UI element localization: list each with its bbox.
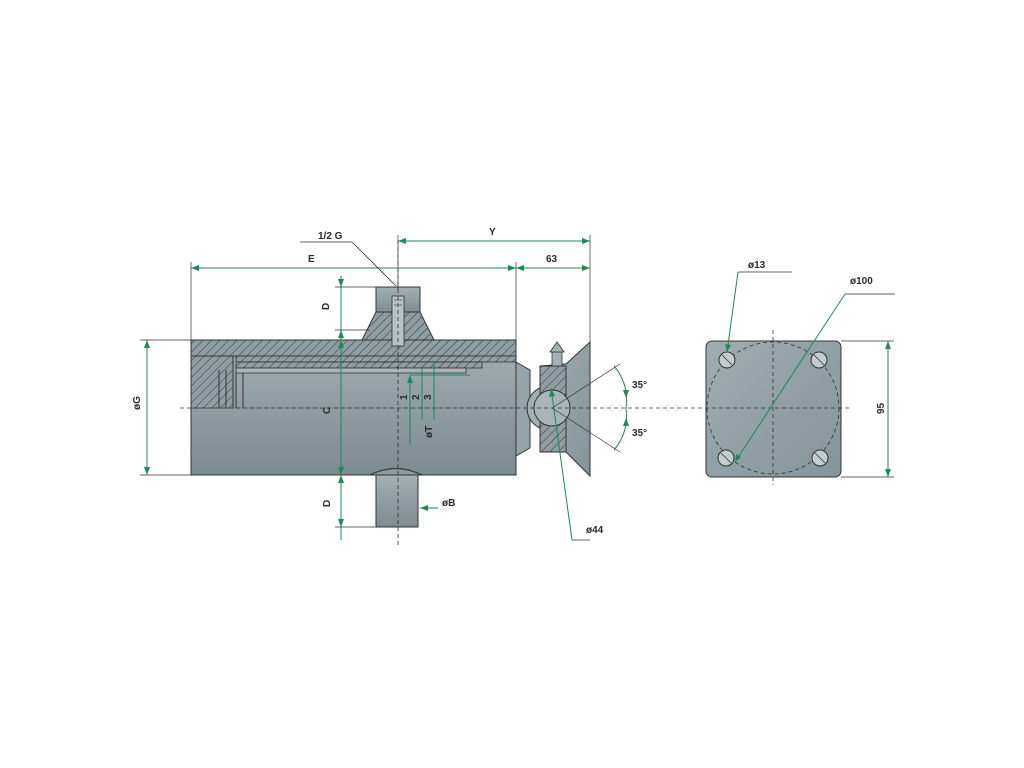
- label-g: øG: [132, 396, 143, 410]
- label-hole: ø13: [748, 260, 766, 271]
- label-b: øB: [442, 498, 455, 509]
- label-stage-2: 2: [411, 394, 422, 400]
- label-63: 63: [546, 254, 558, 265]
- label-t: øT: [424, 426, 435, 438]
- bolt-hole: [811, 449, 829, 467]
- label-angle-top: 35°: [632, 380, 647, 391]
- bolt-hole: [718, 351, 736, 369]
- label-e: E: [308, 254, 315, 265]
- label-stage-3: 3: [423, 394, 434, 400]
- label-thread: 1/2 G: [318, 231, 343, 242]
- oil-port-top: [361, 286, 435, 347]
- flange-front-view: [705, 340, 842, 478]
- bolt-hole: [810, 351, 828, 369]
- ball-head: [526, 340, 591, 478]
- bolt-hole: [717, 449, 735, 467]
- label-bolt-circle: ø100: [850, 276, 873, 287]
- label-angle-bottom: 35°: [632, 428, 647, 439]
- label-y: Y: [489, 227, 496, 238]
- cylinder-body: [190, 339, 531, 476]
- label-c: C: [322, 407, 333, 414]
- label-flange: 95: [876, 402, 887, 414]
- dimension-lines: [140, 235, 895, 541]
- label-d-bottom: D: [322, 500, 333, 507]
- label-ball: ø44: [586, 525, 604, 536]
- arrowheads: [144, 238, 891, 527]
- center-lines: [180, 240, 850, 545]
- dimension-labels: 1/2 G Y E 63 D øG C D øB øT 1 2 3 35° 35…: [132, 227, 887, 536]
- bottom-pin: [369, 468, 423, 528]
- label-d-top: D: [321, 303, 332, 310]
- label-stage-1: 1: [399, 394, 410, 400]
